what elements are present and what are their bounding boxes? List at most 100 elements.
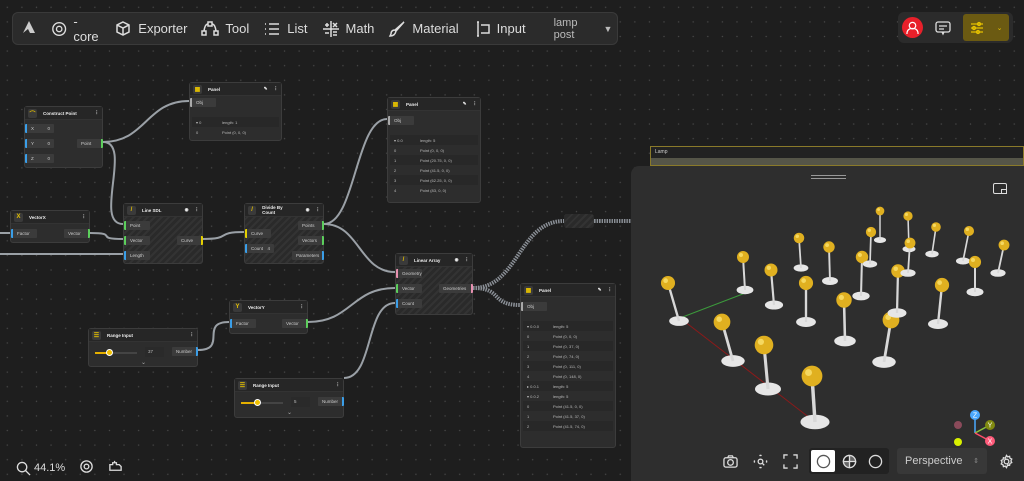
settings-panel-toggle[interactable]: ⌄ — [963, 14, 1009, 41]
lamp-post[interactable] — [925, 222, 941, 258]
comments-icon[interactable] — [931, 20, 955, 36]
edit-icon[interactable]: ✎ — [462, 101, 467, 106]
gizmo-neg-x[interactable] — [954, 421, 962, 429]
expand-chevron-icon[interactable]: ⌄ — [287, 410, 293, 416]
wire[interactable] — [102, 100, 190, 143]
range-value-input[interactable]: 5 — [291, 397, 310, 407]
menu-math[interactable]: Math — [322, 20, 374, 38]
input-vector[interactable]: Vector — [124, 236, 150, 245]
lamp-post[interactable] — [822, 241, 838, 285]
zoom-fit-button[interactable] — [749, 450, 771, 472]
input-obj[interactable]: Obj — [388, 116, 414, 125]
screenshot-button[interactable] — [719, 450, 741, 472]
input-length[interactable]: Length — [124, 251, 150, 260]
more-icon[interactable]: ⋮ — [94, 110, 100, 115]
wire[interactable] — [102, 141, 124, 225]
lamp-post[interactable] — [754, 335, 782, 396]
more-icon[interactable]: ⋮ — [472, 101, 478, 106]
lamp-post[interactable] — [764, 263, 784, 310]
input-factor[interactable]: Factor — [230, 319, 256, 328]
logo-icon[interactable] — [21, 19, 37, 38]
scene-canvas[interactable]: ZYX — [631, 166, 1024, 481]
relay-node[interactable] — [564, 214, 594, 228]
shading-solid[interactable] — [811, 450, 835, 472]
menu-input[interactable]: Input — [473, 20, 526, 38]
node-linear-array[interactable]: /Linear Array◉⋮ Geometry Vector Count Ge… — [395, 253, 473, 315]
input-geometry[interactable]: Geometry — [396, 269, 422, 278]
zoom-level[interactable]: 44.1% — [16, 461, 65, 476]
node-range-input-2[interactable]: ☰Range Input⋮ 5 Number ⌄ — [234, 378, 344, 418]
more-icon[interactable]: ⋮ — [335, 382, 341, 387]
more-icon[interactable]: ⋮ — [607, 287, 613, 292]
wire[interactable] — [323, 223, 396, 273]
viewport-settings-button[interactable] — [995, 450, 1017, 472]
output-geometries[interactable]: Geometries — [439, 284, 473, 293]
lamp-post[interactable] — [796, 275, 816, 327]
menu-list[interactable]: List — [263, 20, 308, 38]
more-icon[interactable]: ⋮ — [189, 332, 195, 337]
lamp-post[interactable] — [887, 264, 907, 318]
node-lamp[interactable]: Lamp — [650, 146, 1024, 166]
gizmo-neg-y[interactable] — [954, 438, 962, 446]
edit-icon[interactable]: ✎ — [263, 86, 268, 91]
node-line-sdl[interactable]: /Line SDL◉⋮ Point Vector Length Curve — [123, 203, 203, 264]
picture-in-picture-icon[interactable] — [993, 183, 1007, 194]
input-obj[interactable]: Obj — [190, 98, 216, 107]
lamp-post[interactable] — [800, 365, 830, 430]
project-select[interactable]: lamp post▼ — [553, 16, 613, 41]
output-vector[interactable]: Vector — [64, 229, 90, 238]
more-icon[interactable]: ⋮ — [81, 214, 87, 219]
lamp-post[interactable] — [955, 225, 975, 265]
shading-material[interactable] — [837, 450, 861, 472]
wire[interactable] — [472, 219, 565, 290]
wire[interactable] — [307, 287, 396, 323]
lamp-post[interactable] — [793, 232, 809, 272]
wire[interactable] — [472, 286, 521, 307]
wire[interactable] — [202, 231, 245, 240]
lamp-post[interactable] — [660, 275, 689, 326]
fullscreen-button[interactable] — [779, 450, 801, 472]
range-slider[interactable] — [241, 399, 283, 406]
lamp-post[interactable] — [872, 311, 900, 368]
lamp-post[interactable] — [862, 226, 878, 268]
input-obj[interactable]: Obj — [521, 302, 547, 311]
eye-icon[interactable]: ◉ — [184, 207, 189, 212]
wire[interactable] — [323, 118, 388, 225]
gizmo-z-axis[interactable] — [970, 410, 980, 420]
output-number[interactable]: Number — [318, 397, 344, 406]
output-vectors[interactable]: Vectors — [298, 236, 324, 245]
lamp-post[interactable] — [990, 239, 1010, 277]
gizmo-x-axis[interactable] — [985, 436, 995, 446]
plugin-icon[interactable] — [108, 459, 123, 477]
node-range-input-1[interactable]: ☰Range Input⋮ 37 Number ⌄ — [88, 328, 198, 367]
user-avatar[interactable] — [902, 17, 923, 38]
lamp-post[interactable] — [873, 206, 887, 244]
input-vector[interactable]: Vector — [396, 284, 422, 293]
output-points[interactable]: Points — [298, 221, 324, 230]
output-point[interactable]: Point — [77, 139, 103, 148]
more-icon[interactable]: ⋮ — [194, 207, 200, 212]
wire[interactable] — [197, 321, 230, 351]
lamp-post[interactable] — [713, 313, 745, 367]
output-parameters[interactable]: Parameters — [292, 251, 324, 260]
output-curve[interactable]: Curve — [177, 236, 203, 245]
expand-chevron-icon[interactable]: ⌄ — [141, 360, 147, 366]
wire[interactable] — [343, 302, 396, 379]
lamp-post[interactable] — [834, 292, 856, 347]
menu-tool[interactable]: Tool — [201, 20, 249, 38]
wire[interactable] — [89, 232, 124, 240]
range-value-input[interactable]: 37 — [145, 347, 164, 357]
more-icon[interactable]: ⋮ — [273, 86, 279, 91]
eye-icon[interactable]: ◉ — [305, 207, 310, 212]
